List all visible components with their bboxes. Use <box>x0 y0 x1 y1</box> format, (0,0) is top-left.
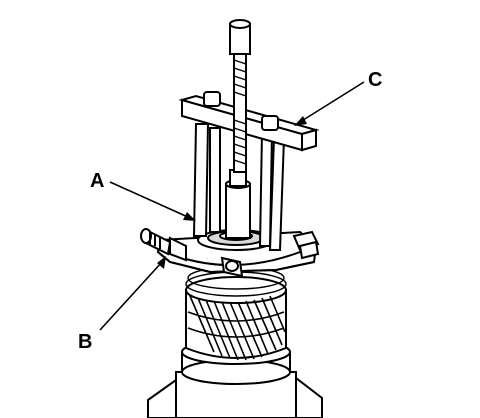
callout-c: C <box>294 69 382 126</box>
callout-b-label: B <box>78 331 92 353</box>
forcing-screw <box>229 19 251 173</box>
callout-c-label: C <box>368 69 382 91</box>
callout-b: B <box>78 256 166 353</box>
base-fixture <box>147 371 323 418</box>
center-adapter <box>225 169 251 239</box>
callout-b-arrowhead <box>157 256 166 269</box>
callout-c-arrowhead <box>294 116 307 126</box>
callout-a-arrowhead <box>183 212 196 221</box>
callout-b-leader <box>99 261 163 331</box>
callout-a-leader <box>109 181 191 219</box>
gear-stack <box>181 276 291 385</box>
separator-bolts <box>140 228 320 278</box>
callout-a-label: A <box>90 170 104 192</box>
screw-threads <box>233 59 247 165</box>
callout-a: A <box>90 170 196 221</box>
gear-teeth <box>187 295 286 361</box>
callout-c-leader <box>299 81 365 123</box>
